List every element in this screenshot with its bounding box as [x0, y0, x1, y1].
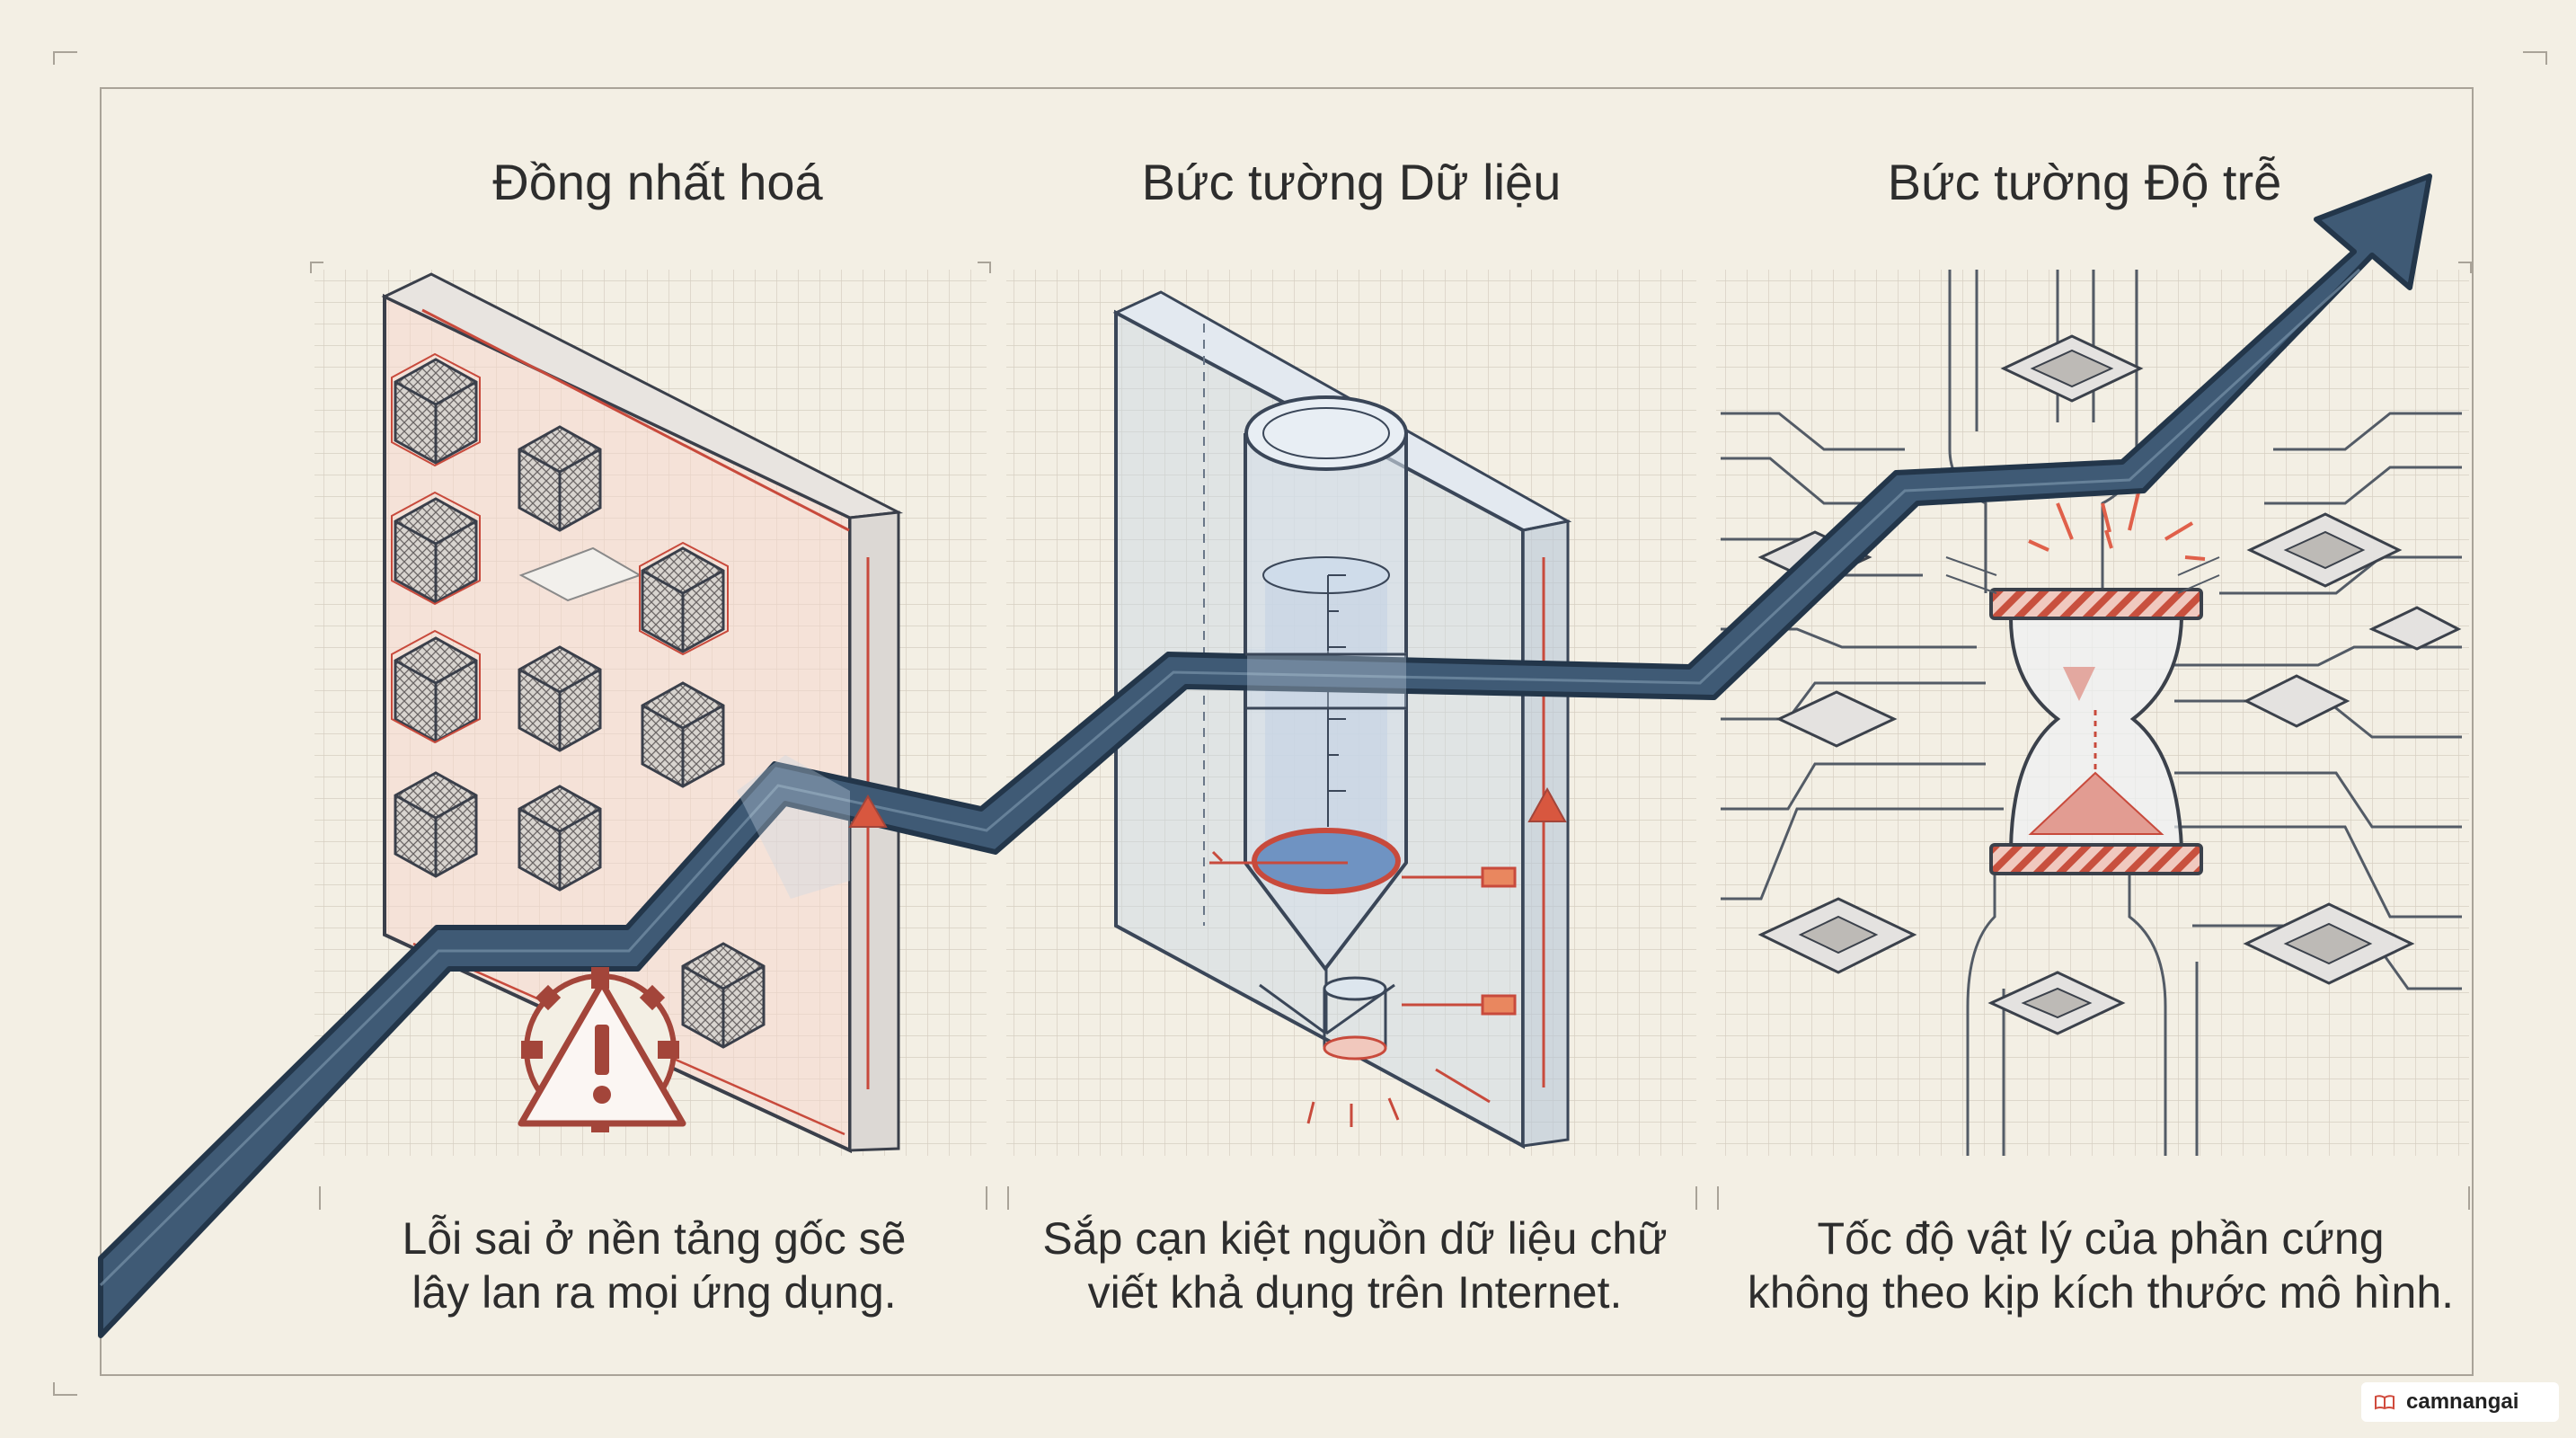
warning-triangle-icon	[848, 786, 1567, 828]
caption-line: Lỗi sai ở nền tảng gốc sẽ	[402, 1213, 907, 1264]
outer-frame	[53, 51, 2547, 1396]
caption-line: lây lan ra mọi ứng dụng.	[412, 1267, 897, 1318]
hourglass-icon	[1989, 588, 2203, 875]
panel-homogenization-illustration	[381, 272, 904, 1154]
brand-badge[interactable]: camnangai	[2361, 1382, 2559, 1422]
caption-line: Tốc độ vật lý của phần cứng	[1817, 1213, 2385, 1264]
panel-title-latency-wall: Bức tường Độ trễ	[1887, 154, 2282, 210]
water-tank-icon	[1244, 395, 1408, 1061]
panel-caption-latency-wall: Tốc độ vật lý của phần cứng không theo k…	[1741, 1212, 2460, 1319]
caption-line: không theo kịp kích thước mô hình.	[1747, 1267, 2455, 1318]
panel-title-data-wall: Bức tường Dữ liệu	[1141, 154, 1562, 210]
growth-arrow-icon	[98, 173, 2432, 1338]
caption-line: Sắp cạn kiệt nguồn dữ liệu chữ	[1042, 1213, 1668, 1264]
caption-line: viết khả dụng trên Internet.	[1087, 1267, 1623, 1318]
panel-latency-wall-illustration	[1721, 270, 2462, 1156]
panel-title-homogenization: Đồng nhất hoá	[492, 154, 823, 210]
panel-caption-homogenization: Lỗi sai ở nền tảng gốc sẽ lây lan ra mọi…	[295, 1212, 1014, 1319]
brand-label: camnangai	[2406, 1389, 2519, 1414]
panel-data-wall-illustration	[1112, 290, 1572, 1150]
book-icon	[2375, 1395, 2395, 1410]
warning-gear-icon	[518, 967, 686, 1132]
panel-caption-data-wall: Sắp cạn kiệt nguồn dữ liệu chữ viết khả …	[996, 1212, 1714, 1319]
